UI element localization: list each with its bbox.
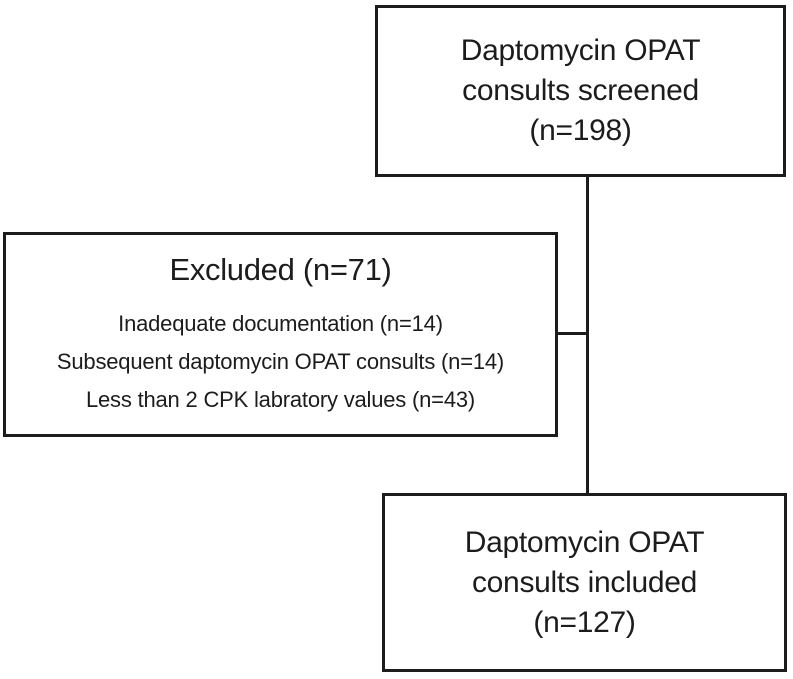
excluded-reason-2: Subsequent daptomycin OPAT consults (n=1… — [56, 349, 505, 374]
included-box-count: (n=127) — [533, 605, 636, 639]
horizontal-connector-line — [558, 332, 589, 335]
screened-box-count: (n=198) — [529, 114, 632, 147]
excluded-reason-1: Inadequate documentation (n=14) — [118, 311, 443, 336]
included-box-line-2: consults included — [471, 565, 698, 599]
excluded-box: Excluded (n=71) Inadequate documentation… — [3, 232, 558, 437]
included-box: Daptomycin OPAT consults included (n=127… — [382, 493, 787, 672]
excluded-reason-3: Less than 2 CPK labratory values (n=43) — [85, 387, 476, 412]
screened-box-line-1: Daptomycin OPAT — [460, 34, 701, 67]
vertical-connector-line — [586, 177, 589, 493]
screened-box: Daptomycin OPAT consults screened (n=198… — [375, 5, 786, 177]
included-box-line-1: Daptomycin OPAT — [464, 525, 705, 559]
excluded-box-title: Excluded (n=71) — [169, 252, 392, 287]
screened-box-line-2: consults screened — [462, 74, 699, 107]
